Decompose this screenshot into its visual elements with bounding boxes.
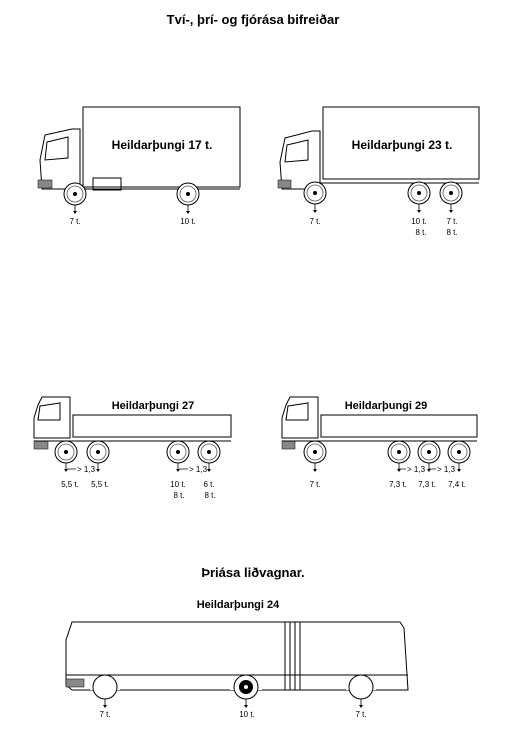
truck-four-axle-27-load-2: 5,5 t. [91, 480, 109, 489]
truck-four-axle-27-load-3: 10 t. [170, 480, 186, 489]
truck-three-axle-23: Heildarþungi 23 t. 7 t. 10 t. 8 t. 7 t. … [277, 106, 480, 237]
truck-four-axle-29-load-3: 7,3 t. [418, 480, 436, 489]
bus-articulated-24-label: Heildarþungi 24 [197, 599, 280, 611]
truck-four-axle-27: Heildarþungi 27 > 1,3 > 1,3 5,5 t. 5,5 t… [33, 396, 232, 500]
bus-articulated-24: Heildarþungi 24 7 t. 10 t. 7 t. [65, 599, 409, 719]
bus-articulated-24-load-rear: 7 t. [355, 710, 366, 719]
truck-two-axle-17-load-front: 7 t. [69, 217, 80, 226]
truck-four-axle-27-spacing-front: > 1,3 [77, 465, 96, 474]
truck-two-axle-17: Heildarþungi 17 t. 7 t. 10 t. [37, 106, 241, 226]
truck-three-axle-23-label: Heildarþungi 23 t. [352, 138, 453, 152]
truck-four-axle-29-spacing-1: > 1,3 [407, 465, 426, 474]
truck-four-axle-29-spacing-2: > 1,3 [437, 465, 456, 474]
truck-four-axle-27-load-4: 6 t. [203, 480, 214, 489]
truck-four-axle-27-load-3-alt: 8 t. [173, 491, 184, 500]
section-heading-articulated: Þriása liðvagnar. [201, 565, 305, 580]
truck-four-axle-29-load-1: 7 t. [309, 480, 320, 489]
truck-four-axle-29-label: Heildarþungi 29 [345, 400, 428, 412]
truck-four-axle-27-spacing-rear: > 1,3 [189, 465, 208, 474]
truck-four-axle-29-load-4: 7,4 t. [448, 480, 466, 489]
truck-three-axle-23-load-rear2-alt: 8 t. [446, 228, 457, 237]
truck-four-axle-29-load-2: 7,3 t. [389, 480, 407, 489]
bus-articulated-24-load-front: 7 t. [99, 710, 110, 719]
truck-four-axle-27-load-4-alt: 8 t. [204, 491, 215, 500]
truck-four-axle-29: Heildarþungi 29 > 1,3 > 1,3 7 t. 7,3 t. … [281, 396, 478, 489]
truck-three-axle-23-load-rear1-alt: 8 t. [415, 228, 426, 237]
truck-three-axle-23-load-rear2: 7 t. [446, 217, 457, 226]
truck-two-axle-17-label: Heildarþungi 17 t. [112, 138, 213, 152]
truck-three-axle-23-load-rear1: 10 t. [411, 217, 427, 226]
bus-articulated-24-load-middle: 10 t. [239, 710, 255, 719]
page-title: Tví-, þrí- og fjórása bifreiðar [166, 12, 340, 27]
truck-four-axle-27-load-1: 5,5 t. [61, 480, 79, 489]
truck-four-axle-27-label: Heildarþungi 27 [112, 400, 195, 412]
truck-two-axle-17-load-rear: 10 t. [180, 217, 196, 226]
truck-three-axle-23-load-front: 7 t. [309, 217, 320, 226]
